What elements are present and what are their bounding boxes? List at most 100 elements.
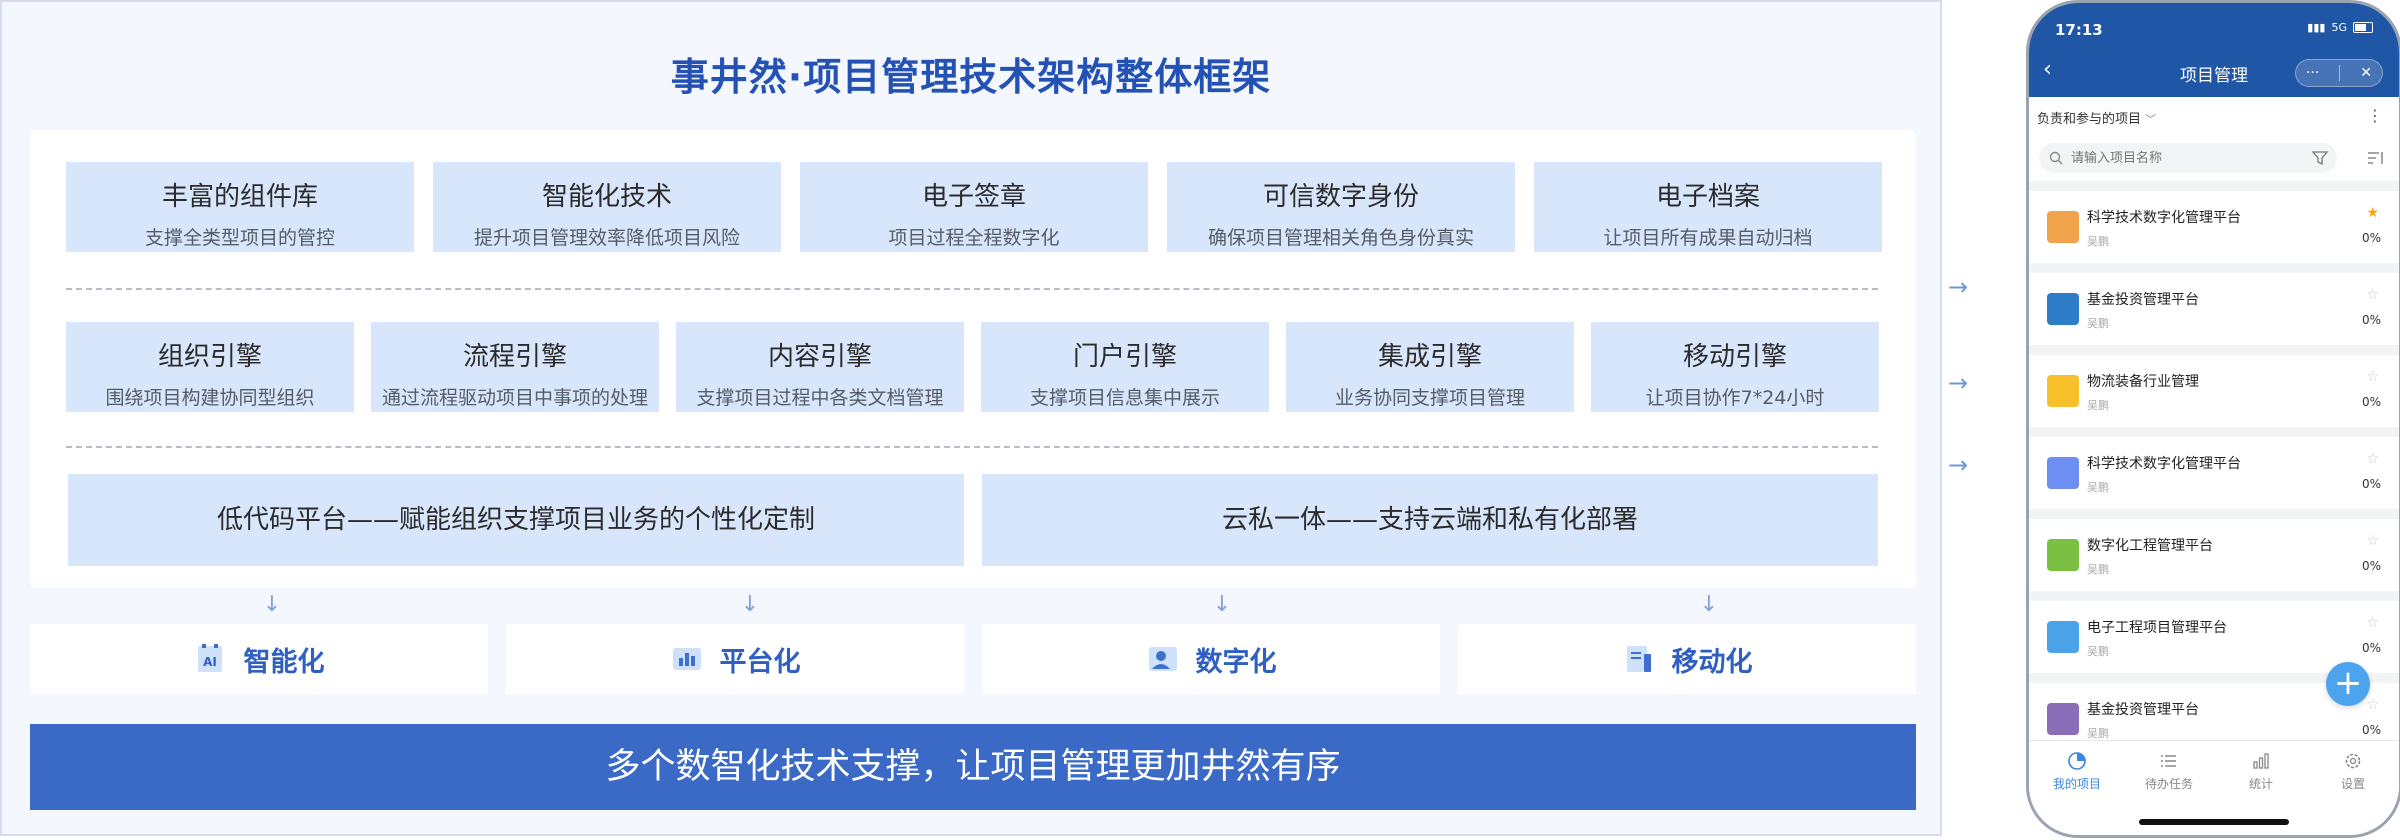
project-name: 基金投资管理平台	[2087, 702, 2199, 718]
project-list-item[interactable]: 科学技术数字化管理平台吴鹏 ★ 0%	[2029, 191, 2399, 263]
project-progress: 0%	[2361, 313, 2381, 327]
star-icon[interactable]: ☆	[2366, 533, 2379, 549]
tab-label: 我的项目	[2052, 777, 2101, 791]
home-indicator	[2139, 819, 2289, 825]
feature-title: 电子档案	[1655, 182, 1760, 212]
tab-statistics[interactable]: 统计	[2221, 751, 2301, 792]
engine-subtitle: 围绕项目构建协同型组织	[105, 387, 315, 409]
chevron-down-icon: ﹀	[2145, 113, 2157, 126]
project-owner: 吴鹏	[2087, 399, 2109, 412]
dashed-divider	[66, 288, 1878, 290]
project-owner: 吴鹏	[2087, 727, 2109, 740]
down-arrow-icon: ↓	[740, 592, 760, 617]
search-input[interactable]	[2069, 149, 2303, 167]
mini-program-capsule: ··· ✕	[2295, 59, 2383, 87]
box-icon	[2047, 375, 2079, 407]
engine-box: 内容引擎 支撑项目过程中各类文档管理	[676, 322, 964, 412]
engine-box: 集成引擎 业务协同支撑项目管理	[1286, 322, 1574, 412]
landscape-icon	[2047, 703, 2079, 735]
project-scope-dropdown[interactable]: 负责和参与的项目 ﹀	[2037, 108, 2156, 127]
star-icon[interactable]: ☆	[2366, 615, 2379, 631]
engine-subtitle: 通过流程驱动项目中事项的处理	[381, 387, 648, 409]
project-name: 科学技术数字化管理平台	[2087, 210, 2241, 226]
tab-label: 待办任务	[2144, 777, 2193, 791]
engine-subtitle: 支撑项目信息集中展示	[1029, 387, 1220, 409]
checklist-icon	[2047, 457, 2079, 489]
star-icon[interactable]: ☆	[2366, 369, 2379, 385]
summary-banner: 多个数智化技术支撑，让项目管理更加井然有序	[30, 724, 1916, 810]
platform-title: 云私一体——支持云端和私有化部署	[1221, 505, 1638, 535]
compass-icon	[2047, 621, 2079, 653]
capability-card: 平台化	[506, 624, 964, 694]
project-owner: 吴鹏	[2087, 563, 2109, 576]
platform-box-lowcode: 低代码平台——赋能组织支撑项目业务的个性化定制	[68, 474, 964, 566]
architecture-diagram: 事井然·项目管理技术架构整体框架 丰富的组件库 支撑全类型项目的管控 智能化技术…	[0, 0, 1942, 836]
back-arrow-icon[interactable]: ‹	[2043, 57, 2052, 82]
right-arrow-icon: →	[1948, 273, 1969, 301]
platform-chart-icon	[672, 648, 701, 670]
engine-box: 门户引擎 支撑项目信息集中展示	[981, 322, 1269, 412]
capability-card: 数字化	[982, 624, 1440, 694]
project-progress: 0%	[2361, 559, 2381, 573]
capsule-divider	[2339, 65, 2341, 81]
close-button[interactable]: ✕	[2360, 65, 2373, 81]
search-box[interactable]	[2039, 143, 2337, 173]
capability-card: 移动化	[1458, 624, 1916, 694]
feature-title: 丰富的组件库	[161, 182, 318, 212]
scope-label: 负责和参与的项目	[2037, 112, 2142, 127]
engine-subtitle: 支撑项目过程中各类文档管理	[696, 387, 944, 409]
star-icon[interactable]: ★	[2366, 205, 2379, 221]
engine-title: 移动引擎	[1682, 342, 1787, 372]
down-arrow-icon: ↓	[1212, 592, 1232, 617]
star-icon[interactable]: ☆	[2366, 697, 2379, 713]
engine-title: 门户引擎	[1072, 342, 1177, 372]
project-list-item[interactable]: 基金投资管理平台吴鹏☆0%	[2029, 273, 2399, 345]
platform-box-cloud: 云私一体——支持云端和私有化部署	[982, 474, 1878, 566]
engine-title: 组织引擎	[157, 342, 262, 372]
capability-label: 移动化	[1671, 646, 1753, 678]
project-list-item[interactable]: 物流装备行业管理吴鹏☆0%	[2029, 355, 2399, 427]
add-project-button[interactable]: +	[2326, 662, 2370, 706]
architecture-panel: 丰富的组件库 支撑全类型项目的管控 智能化技术 提升项目管理效率降低项目风险 电…	[30, 130, 1916, 588]
project-owner: 吴鹏	[2087, 481, 2109, 494]
mountain-icon	[2047, 293, 2079, 325]
project-list-item[interactable]: 电子工程项目管理平台吴鹏☆0%	[2029, 601, 2399, 673]
digital-user-icon	[1148, 647, 1177, 671]
vertical-more-icon[interactable]: ⋮	[2367, 106, 2383, 125]
star-icon[interactable]: ☆	[2366, 287, 2379, 303]
tab-settings[interactable]: 设置	[2313, 751, 2393, 792]
page-title: 项目管理	[2180, 66, 2248, 86]
project-owner: 吴鹏	[2087, 317, 2109, 330]
project-tab-icon	[2068, 752, 2086, 770]
diagram-title: 事井然·项目管理技术架构整体框架	[670, 55, 1272, 99]
filter-funnel-icon[interactable]	[2311, 149, 2329, 167]
right-arrow-icon: →	[1948, 369, 1969, 397]
project-list-item[interactable]: 科学技术数字化管理平台吴鹏☆0%	[2029, 437, 2399, 509]
feature-box: 丰富的组件库 支撑全类型项目的管控	[66, 162, 414, 252]
search-icon	[2049, 151, 2063, 165]
status-time: 17:13	[2055, 21, 2103, 39]
tab-todo-tasks[interactable]: 待办任务	[2129, 751, 2209, 792]
feature-subtitle: 让项目所有成果自动归档	[1603, 227, 1813, 249]
dashed-divider	[66, 446, 1878, 448]
project-name: 数字化工程管理平台	[2087, 538, 2213, 554]
gem-icon	[2047, 211, 2079, 243]
bottom-tab-bar: 我的项目 待办任务 统计 设置	[2029, 740, 2399, 835]
engine-box: 移动引擎 让项目协作7*24小时	[1591, 322, 1879, 412]
star-icon[interactable]: ☆	[2366, 451, 2379, 467]
tab-my-projects[interactable]: 我的项目	[2037, 751, 2117, 792]
signal-icon: ▮▮▮	[2307, 21, 2326, 34]
project-owner: 吴鹏	[2087, 235, 2109, 248]
feature-subtitle: 提升项目管理效率降低项目风险	[473, 227, 740, 249]
feature-box: 电子签章 项目过程全程数字化	[800, 162, 1148, 252]
bar-chart-icon	[2253, 753, 2269, 769]
project-name: 科学技术数字化管理平台	[2087, 456, 2241, 472]
project-progress: 0%	[2361, 723, 2381, 737]
project-list-item[interactable]: 数字化工程管理平台吴鹏 ☆ 0%	[2029, 519, 2399, 591]
list-icon	[2161, 755, 2176, 767]
capability-card: AI 智能化	[30, 624, 488, 694]
feature-box: 可信数字身份 确保项目管理相关角色身份真实	[1167, 162, 1515, 252]
sort-icon[interactable]	[2367, 151, 2385, 165]
more-button[interactable]: ···	[2305, 65, 2320, 81]
project-progress: 0%	[2361, 231, 2381, 245]
